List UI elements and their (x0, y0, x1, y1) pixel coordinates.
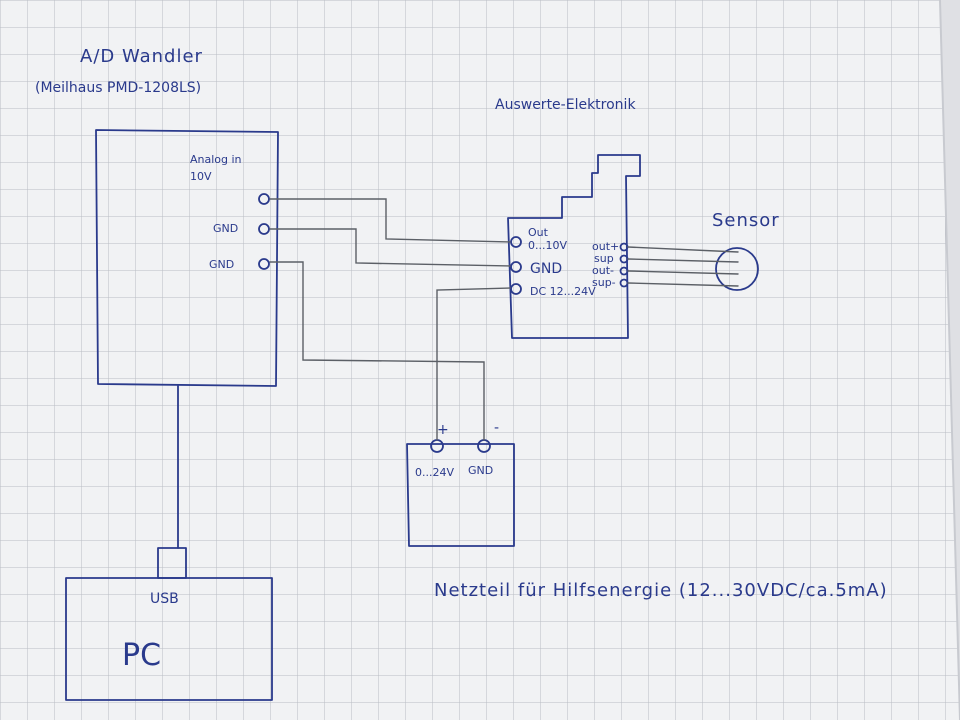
adc-analog-in-terminal (258, 193, 270, 205)
electronics-box (507, 154, 641, 339)
electronics-supply-label: DC 12...24V (530, 285, 596, 298)
sensor-label: Sensor (712, 210, 780, 231)
wire-supply-plus-to-electronics-dc (436, 287, 511, 441)
power-supply-minus-label: - (494, 420, 499, 436)
electronics-out-range-label: 0...10V (528, 239, 567, 252)
wire-gnd2-to-supply-gnd (269, 261, 485, 441)
wire-analog-in-to-out (269, 198, 511, 243)
pc-usb-label: USB (150, 591, 179, 607)
electronics-pin-out-minus-label: out- (592, 264, 614, 277)
electronics-title: Auswerte-Elektronik (495, 97, 636, 113)
electronics-supply-terminal (510, 283, 522, 295)
electronics-pin-sup-minus-label: sup- (592, 276, 616, 289)
adc-range-label: 10V (190, 170, 212, 183)
power-supply-gnd-label: GND (468, 464, 493, 477)
paper-edge (939, 0, 960, 720)
usb-connector (157, 547, 187, 579)
adc-gnd1-label: GND (213, 222, 238, 235)
power-supply-plus-label: + (437, 422, 449, 438)
adc-gnd2-label: GND (209, 258, 234, 271)
sensor-symbol (715, 247, 759, 291)
electronics-gnd-label: GND (530, 261, 562, 277)
pc-label: PC (122, 638, 161, 673)
power-supply-voltage-label: 0...24V (415, 466, 454, 479)
electronics-out-terminal (510, 236, 522, 248)
electronics-gnd-terminal (510, 261, 522, 273)
power-supply-caption: Netzteil für Hilfsenergie (12...30VDC/ca… (434, 580, 888, 601)
wire-gnd1-to-electronics-gnd (269, 228, 511, 267)
adc-box (95, 129, 279, 387)
electronics-pin-sup-label: sup (594, 252, 614, 265)
adc-title: A/D Wandler (80, 46, 203, 67)
sensor-cable (627, 246, 739, 287)
adc-analog-in-label: Analog in (190, 153, 242, 166)
adc-subtitle: (Meilhaus PMD-1208LS) (35, 80, 201, 96)
adc-gnd1-terminal (258, 223, 270, 235)
electronics-pin-out-plus-label: out+ (592, 240, 619, 253)
electronics-out-label: Out (528, 226, 549, 239)
pc-box (65, 577, 273, 701)
adc-gnd2-terminal (258, 258, 270, 270)
